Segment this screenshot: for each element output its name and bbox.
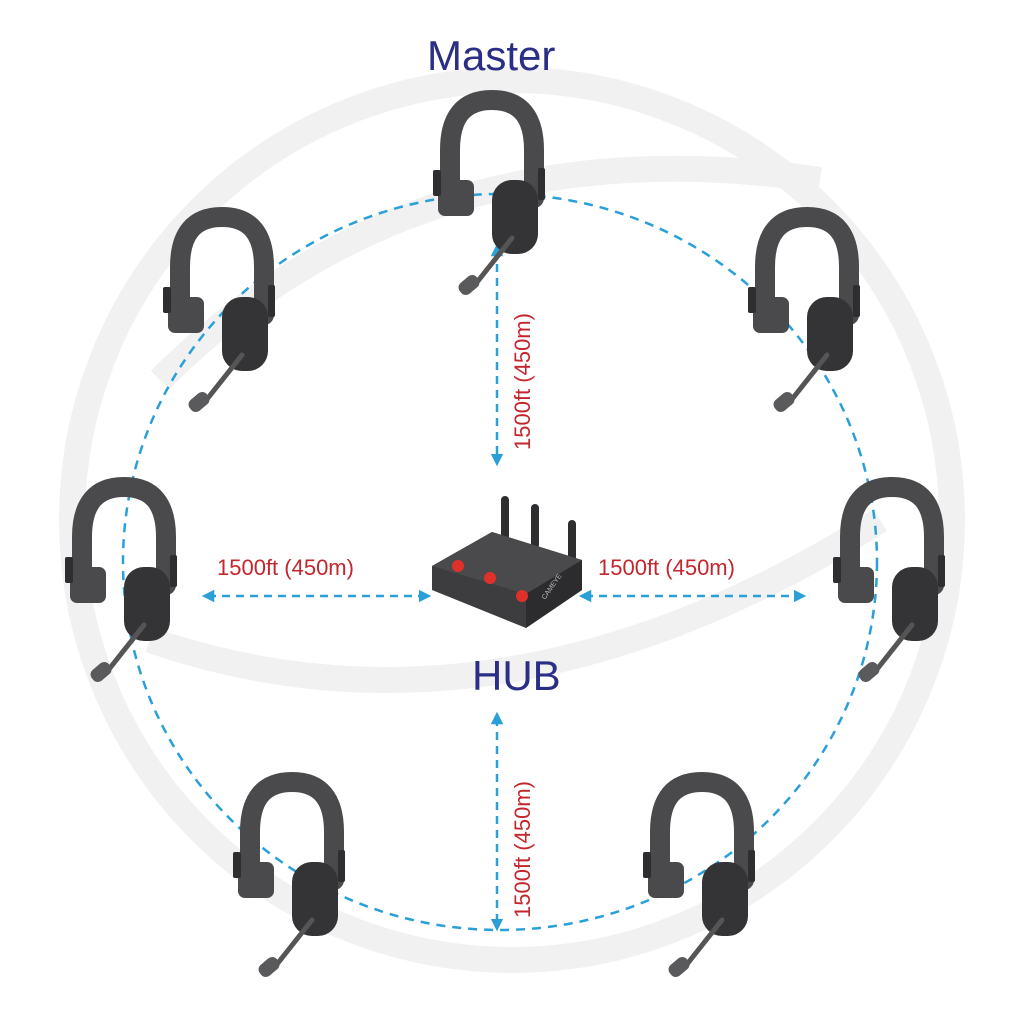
headset-lower-left <box>233 782 345 979</box>
distance-bottom-label: 1500ft (450m) <box>510 781 535 918</box>
distance-right-label: 1500ft (450m) <box>598 555 735 580</box>
headset-upper-right <box>748 217 860 414</box>
hub-button-1 <box>452 560 464 572</box>
hub-label: HUB <box>472 652 561 699</box>
distance-left-label: 1500ft (450m) <box>217 555 354 580</box>
distance-top-label: 1500ft (450m) <box>510 313 535 450</box>
headset-lower-right <box>643 782 755 979</box>
hub-button-2 <box>484 572 496 584</box>
master-label: Master <box>427 32 556 79</box>
hub-device: CAMEYE <box>432 496 582 628</box>
hub-button-3 <box>516 590 528 602</box>
